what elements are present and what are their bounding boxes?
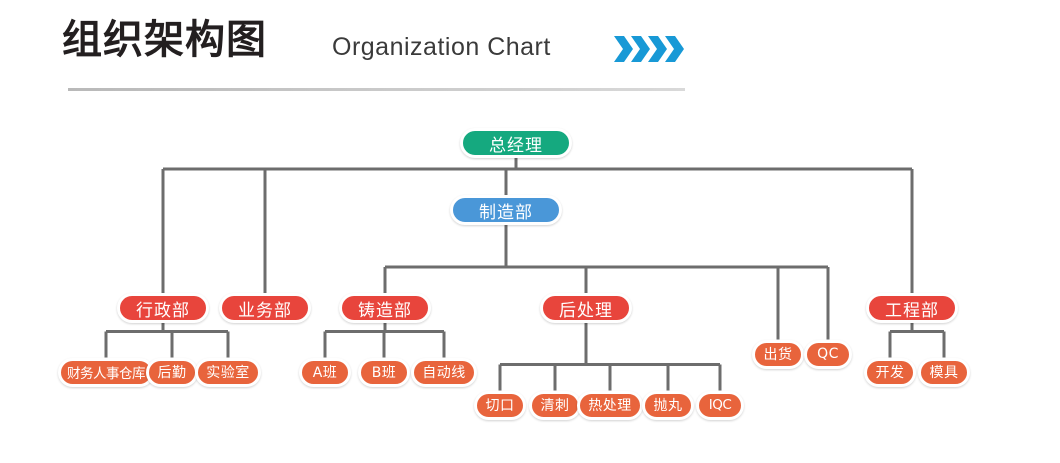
org-node-deburr[interactable]: 清刺 <box>529 390 581 420</box>
org-node-label: 实验室 <box>206 365 250 381</box>
org-node-label: 抛丸 <box>653 398 683 414</box>
org-node-admin[interactable]: 行政部 <box>117 293 209 323</box>
org-node-label: 清刺 <box>540 398 570 414</box>
org-node-label: 开发 <box>875 365 905 381</box>
header-divider <box>68 88 685 91</box>
org-node-label: 出货 <box>763 347 793 363</box>
org-node-shot[interactable]: 抛丸 <box>642 390 694 420</box>
org-node-dev[interactable]: 开发 <box>864 357 916 387</box>
page-header: 组织架构图 Organization Chart <box>0 0 1060 100</box>
org-node-gm[interactable]: 总经理 <box>460 128 572 158</box>
org-node-label: QC <box>817 346 839 362</box>
org-node-label: 后处理 <box>559 300 613 321</box>
page-title-cn: 组织架构图 <box>62 17 267 63</box>
org-node-shiftA[interactable]: A班 <box>299 357 351 387</box>
org-node-mold[interactable]: 模具 <box>918 357 970 387</box>
connector-lines <box>104 158 946 391</box>
org-node-label: 制造部 <box>479 202 533 223</box>
org-node-lab[interactable]: 实验室 <box>195 357 261 387</box>
org-node-mfg[interactable]: 制造部 <box>450 195 562 225</box>
org-node-shiftB[interactable]: B班 <box>358 357 410 387</box>
org-node-casting[interactable]: 铸造部 <box>339 293 431 323</box>
org-node-label: 业务部 <box>238 300 292 321</box>
org-node-iqc[interactable]: IQC <box>696 390 744 420</box>
org-node-label: 行政部 <box>136 300 190 321</box>
org-node-label: 工程部 <box>885 300 939 321</box>
org-node-autoline[interactable]: 自动线 <box>411 357 477 387</box>
org-node-label: 财务人事仓库 <box>67 366 146 382</box>
double-chevron-right-icon <box>614 36 684 62</box>
org-node-label: 后勤 <box>157 365 187 381</box>
org-node-sales[interactable]: 业务部 <box>219 293 311 323</box>
org-node-fin[interactable]: 财务人事仓库 <box>58 357 154 387</box>
org-node-postproc[interactable]: 后处理 <box>540 293 632 323</box>
org-node-ship[interactable]: 出货 <box>752 339 804 369</box>
org-node-logi[interactable]: 后勤 <box>146 357 198 387</box>
org-node-label: IQC <box>708 397 732 413</box>
org-node-label: 自动线 <box>422 365 466 381</box>
org-node-label: A班 <box>312 365 338 381</box>
page-title-en: Organization Chart <box>332 33 551 61</box>
org-node-label: 模具 <box>929 365 959 381</box>
chart-canvas: 总经理制造部行政部 业务部 铸造部 后处理 工程部出货 QC 财务人事仓库后勤 实验室 A班 B班… <box>0 100 1060 463</box>
org-node-label: 总经理 <box>489 135 543 156</box>
org-node-label: 热处理 <box>588 398 632 414</box>
org-node-heat[interactable]: 热处理 <box>577 390 643 420</box>
org-node-label: 切口 <box>485 398 515 414</box>
org-node-eng[interactable]: 工程部 <box>866 293 958 323</box>
org-node-cut[interactable]: 切口 <box>474 390 526 420</box>
org-node-qc[interactable]: QC <box>804 339 852 369</box>
org-node-label: 铸造部 <box>358 300 412 321</box>
org-node-label: B班 <box>371 365 397 381</box>
